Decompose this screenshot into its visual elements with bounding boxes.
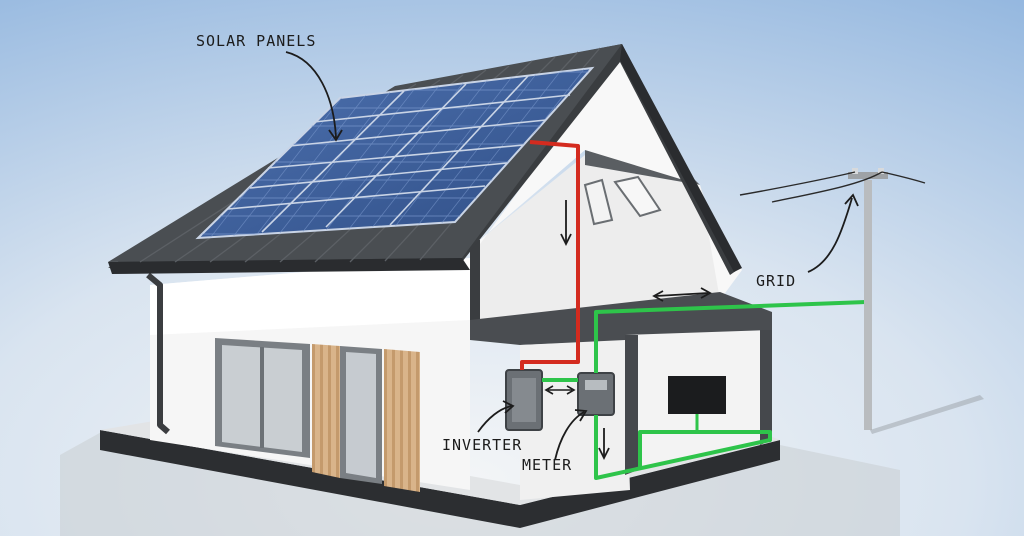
callout-pointers <box>285 51 859 461</box>
ac-wire-house <box>594 415 772 480</box>
arrow-down-icon <box>598 428 610 461</box>
solar-panels-pointer <box>285 51 337 139</box>
dc-wire <box>520 140 580 370</box>
grid-pointer-head <box>844 193 859 207</box>
grid-pointer <box>807 197 853 273</box>
skylight-2 <box>613 175 662 218</box>
roof-eave <box>108 258 470 274</box>
gable-wall-outer <box>470 48 742 335</box>
meter-label: METER <box>522 456 572 474</box>
ac-wire-grid <box>594 300 867 373</box>
meter-pointer-head <box>574 409 588 422</box>
arrow-down-icon <box>560 200 572 247</box>
meter-box <box>577 372 615 416</box>
arrow-left-right-icon <box>544 385 576 395</box>
upper-floor-slab <box>470 292 772 345</box>
meter-pointer <box>554 411 585 461</box>
wood-slats-1 <box>312 344 340 478</box>
gable-section-cut <box>470 240 480 335</box>
solar-panels-pointer-head <box>328 129 343 142</box>
wall-band <box>150 258 470 335</box>
arrow-left-right-icon <box>652 287 712 302</box>
solar-panels-label: SOLAR PANELS <box>196 32 316 50</box>
inverter-pointer <box>477 405 513 433</box>
pole-shadow <box>870 395 984 434</box>
roof-gable-edge <box>620 44 742 272</box>
grid-label: GRID <box>756 272 796 290</box>
battery-unit <box>668 376 726 414</box>
ground-slab <box>60 430 900 536</box>
utility-pole <box>739 168 926 430</box>
glass-door-right-glass <box>346 352 376 478</box>
solar-panel-cells <box>198 68 592 238</box>
wood-slats-2 <box>384 349 420 492</box>
garage-wall-dark <box>625 335 638 475</box>
inverter-label: INVERTER <box>442 436 522 454</box>
inverter-pointer-head <box>502 400 515 414</box>
foundation <box>100 430 780 528</box>
attic-interior <box>480 155 720 330</box>
garage-right-wall <box>760 330 772 445</box>
solar-panel-gridlines <box>227 75 571 233</box>
downspout <box>146 272 170 435</box>
inverter-front <box>512 378 536 422</box>
skylight-1 <box>583 178 614 226</box>
meter-display <box>585 380 607 390</box>
